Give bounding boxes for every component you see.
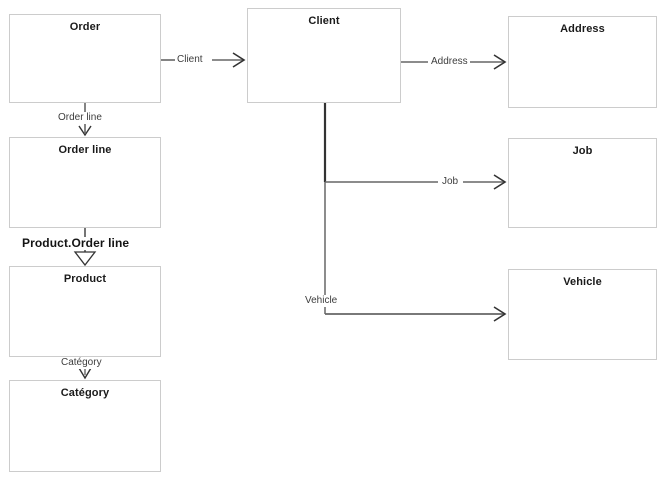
entity-title-category: Catégory: [60, 387, 110, 399]
entity-box-job[interactable]: Job: [508, 138, 657, 228]
connector-client-vehicle: [325, 306, 507, 322]
entity-title-address: Address: [560, 23, 605, 35]
entity-box-order-line[interactable]: Order line: [9, 137, 161, 228]
entity-title-vehicle: Vehicle: [563, 276, 602, 288]
relation-label-order-client: Client: [175, 54, 205, 66]
connector-client-job: [325, 174, 507, 190]
entity-title-job: Job: [572, 145, 593, 157]
entity-box-category[interactable]: Catégory: [9, 380, 161, 472]
relation-label-order-orderline: Order line: [56, 112, 104, 124]
entity-box-order[interactable]: Order: [9, 14, 161, 103]
relation-label-product-category: Catégory: [59, 357, 104, 369]
entity-title-product: Product: [63, 273, 107, 285]
entity-title-order: Order: [69, 21, 101, 33]
relation-label-client-vehicle: Vehicle: [303, 295, 340, 307]
entity-box-address[interactable]: Address: [508, 16, 657, 108]
entity-box-client[interactable]: Client: [247, 8, 401, 103]
entity-title-client: Client: [308, 15, 340, 27]
entity-box-product[interactable]: Product: [9, 266, 161, 357]
relation-label-client-address: Address: [429, 56, 470, 68]
entity-title-order-line: Order line: [58, 144, 112, 156]
relation-label-client-job: Job: [440, 176, 461, 188]
relation-label-orderline-product: Product.Order line: [20, 236, 132, 250]
entity-box-vehicle[interactable]: Vehicle: [508, 269, 657, 360]
